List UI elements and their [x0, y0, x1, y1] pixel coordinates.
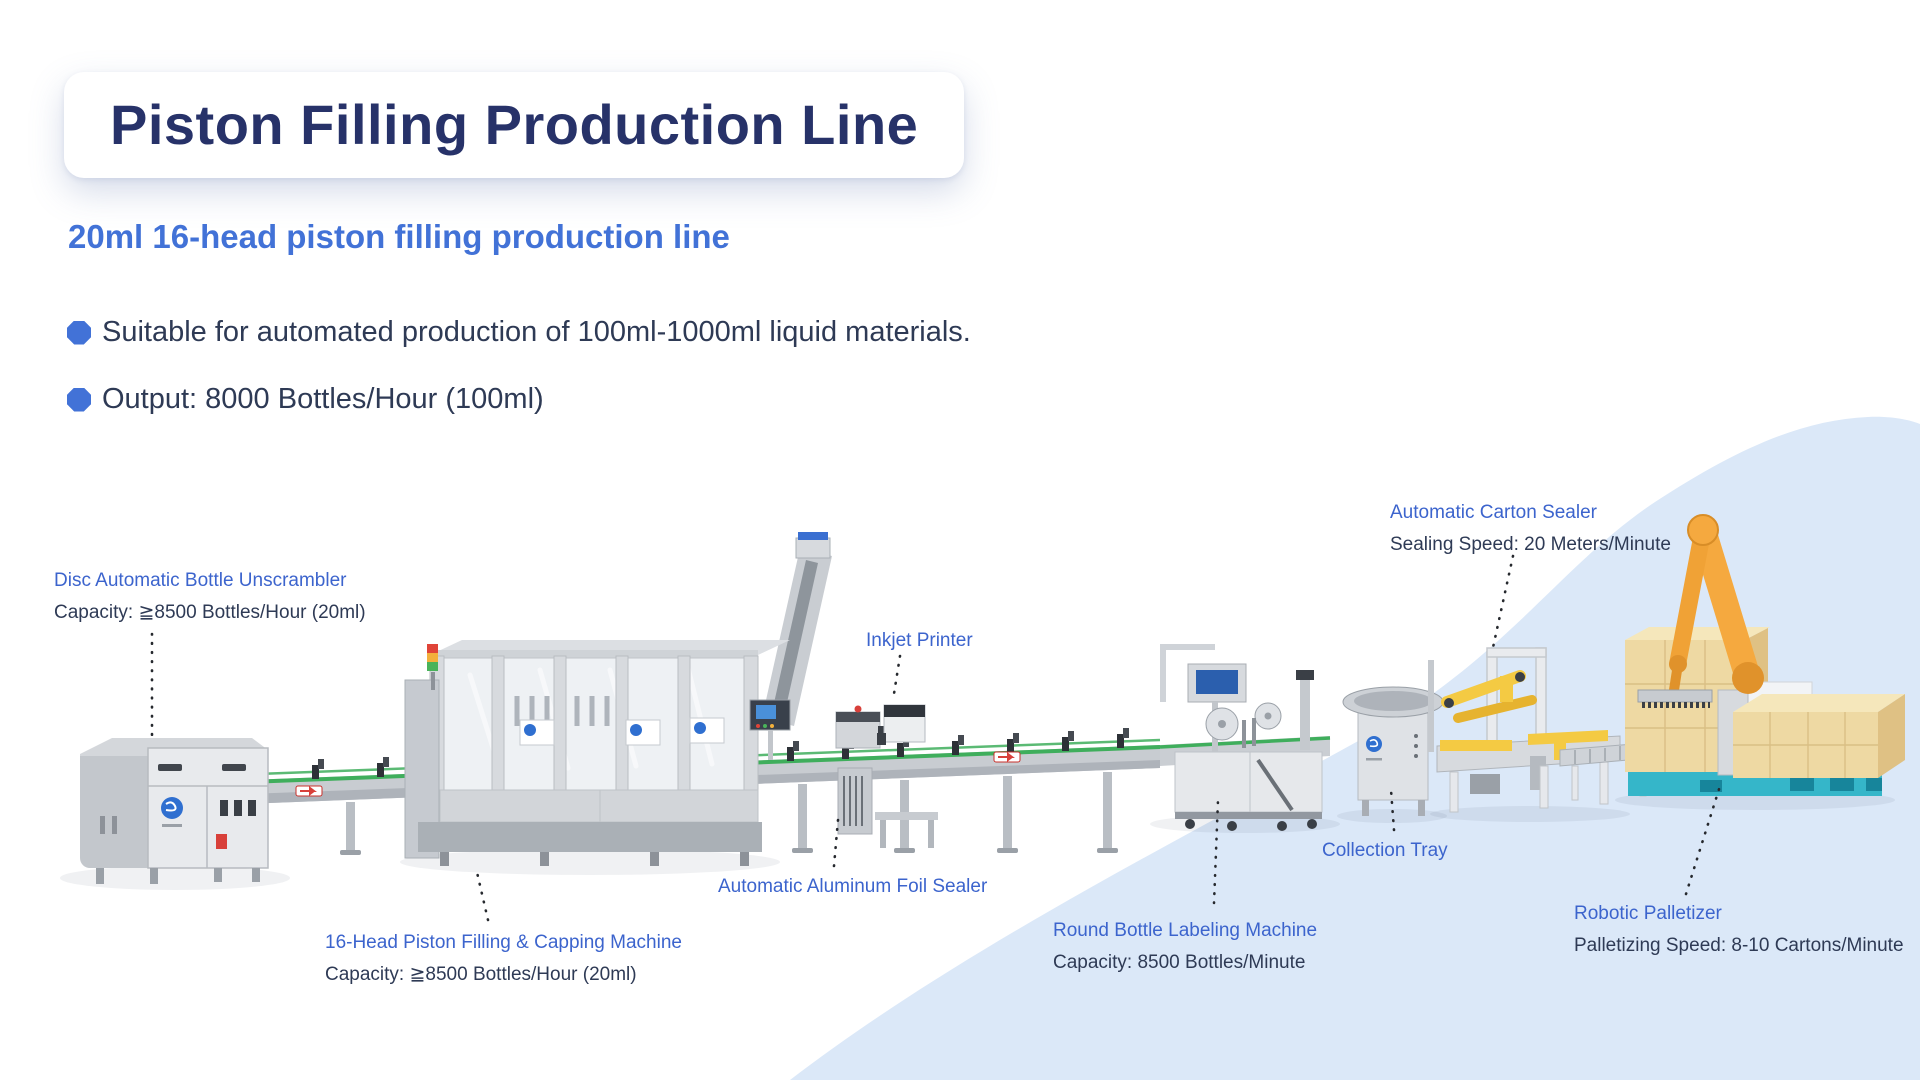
octagon-bullet-icon: [67, 320, 91, 345]
direction-sticker: [295, 751, 1021, 797]
machine-spec: Capacity: ≧8500 Bottles/Hour (20ml): [54, 602, 366, 623]
machine-collection-tray: [1342, 660, 1444, 816]
machine-spec: Sealing Speed: 20 Meters/Minute: [1390, 534, 1671, 555]
label-bottle-labeling-machine: Round Bottle Labeling Machine Capacity: …: [1053, 920, 1317, 974]
label-inkjet-printer: Inkjet Printer: [866, 630, 973, 652]
machine-inkjet-printer: [875, 704, 938, 848]
brand-logo-icon: [519, 717, 725, 746]
machine-spec: Capacity: 8500 Bottles/Minute: [1053, 952, 1306, 973]
signal-tower-light: [427, 644, 438, 690]
bottle-guide-clamps: [247, 734, 1124, 782]
octagon-bullet-icon: [67, 387, 91, 412]
page-title: Piston Filling Production Line: [110, 93, 919, 156]
brand-logo-icon: [1366, 736, 1382, 761]
machine-name: Robotic Palletizer: [1574, 903, 1722, 924]
machine-bottle-unscrambler: [80, 738, 269, 884]
machine-foil-sealer: [835, 705, 890, 835]
list-item: Suitable for automated production of 100…: [67, 316, 971, 349]
machine-name: Disc Automatic Bottle Unscrambler: [54, 570, 347, 591]
brand-logo-icon: [161, 797, 183, 827]
sealer-folding-arms: [1441, 670, 1537, 723]
machine-name: Collection Tray: [1322, 840, 1448, 861]
label-bottle-unscrambler: Disc Automatic Bottle Unscrambler Capaci…: [54, 570, 366, 624]
label-robotic-palletizer: Robotic Palletizer Palletizing Speed: 8-…: [1574, 903, 1904, 957]
background-blob: [790, 416, 1920, 1080]
label-foil-sealer: Automatic Aluminum Foil Sealer: [718, 876, 987, 898]
machine-name: Round Bottle Labeling Machine: [1053, 920, 1318, 941]
page-subtitle: 20ml 16-head piston filling production l…: [68, 218, 730, 255]
list-item: Output: 8000 Bottles/Hour (100ml): [67, 383, 971, 416]
hmi-screen: [749, 699, 791, 760]
label-filling-capping-machine: 16-Head Piston Filling & Capping Machine…: [325, 932, 682, 986]
machine-name: 16-Head Piston Filling & Capping Machine: [325, 932, 682, 953]
title-card: Piston Filling Production Line: [64, 72, 965, 178]
machine-name: Automatic Aluminum Foil Sealer: [718, 876, 988, 897]
machine-robotic-palletizer: [1625, 514, 1905, 796]
feature-text: Suitable for automated production of 100…: [102, 316, 971, 348]
machine-round-bottle-labeler: [1159, 644, 1331, 831]
label-carton-sealer: Automatic Carton Sealer Sealing Speed: 2…: [1390, 502, 1671, 556]
machine-spec: Palletizing Speed: 8-10 Cartons/Minute: [1574, 935, 1904, 956]
machine-spec: Capacity: ≧8500 Bottles/Hour (20ml): [325, 964, 637, 985]
pallet: [1700, 778, 1882, 792]
label-collection-tray: Collection Tray: [1322, 840, 1448, 862]
machine-name: Inkjet Printer: [866, 630, 973, 651]
machine-piston-filling-capping: [404, 532, 832, 866]
feature-list: Suitable for automated production of 100…: [67, 316, 971, 450]
carton-stack-low: [1733, 694, 1905, 778]
leader-lines: [150, 554, 1722, 922]
machine-name: Automatic Carton Sealer: [1390, 502, 1597, 523]
feature-text: Output: 8000 Bottles/Hour (100ml): [102, 383, 544, 415]
